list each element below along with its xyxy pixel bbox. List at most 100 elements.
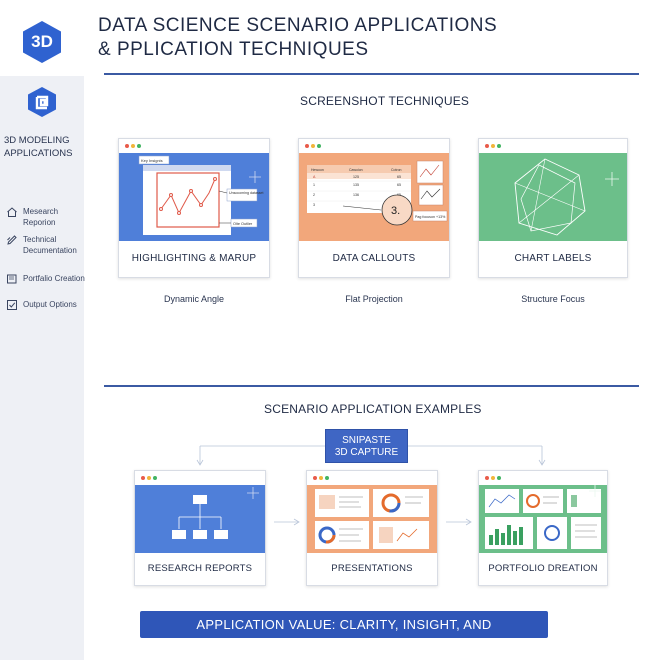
sidebar-item-research-reporting[interactable]: Mesearch Reporion (6, 206, 92, 228)
table-cell: 65 (397, 175, 401, 179)
sidebar-item-technical-documentation[interactable]: Technical Decumentation (6, 234, 92, 256)
window-dot-green (497, 144, 501, 148)
sidebar-item-portfolio-creation[interactable]: Portfalio Creation (6, 273, 92, 285)
table-cell: 136 (353, 193, 359, 197)
card-sub-caption: Structure Focus (521, 294, 585, 304)
title-divider (104, 73, 639, 75)
hexagon-logo-icon (23, 21, 61, 63)
window-dot-yellow (319, 476, 323, 480)
card-preview-panel: Key Insignis Unsocoming datasset Olte Ou… (119, 153, 269, 241)
window-dot-green (317, 144, 321, 148)
window-dot-red (125, 144, 129, 148)
wireframe-polyhedron-illustration (514, 158, 619, 236)
sidebar (0, 76, 84, 660)
table-cell: 135 (353, 183, 359, 187)
callout-outlier: Olte Outlier (233, 222, 253, 226)
pen-icon (6, 234, 18, 246)
window-dot-yellow (491, 144, 495, 148)
window-chrome (307, 471, 437, 485)
card-preview-panel (479, 485, 607, 553)
window-dot-green (497, 476, 501, 480)
card-preview-panel: Hewoon Cawoion Cotron A 125 65 1 135 65 … (299, 153, 449, 241)
sidebar-item-label: Portfalio Creation (23, 274, 85, 283)
data-table-illustration: Hewoon Cawoion Cotron A 125 65 1 135 65 … (307, 160, 448, 226)
scenario-card-presentations[interactable]: PRESENTATIONS (306, 470, 438, 586)
page-title: DATA SCIENCE SCENARIO APPLICATIONS & PPL… (98, 14, 638, 62)
table-header: Cawoion (349, 168, 363, 172)
technique-card-data-callouts[interactable]: Hewoon Cawoion Cotron A 125 65 1 135 65 … (298, 138, 450, 278)
app-logo: 3D (20, 20, 64, 64)
logo-text: 3D (31, 32, 53, 51)
window-dot-red (313, 476, 317, 480)
card-sub-caption: Flat Projection (345, 294, 403, 304)
scenarios-heading: SCENARIO APPLICATION EXAMPLES (264, 402, 482, 416)
card-preview-panel (135, 485, 265, 553)
card-caption: CHART LABELS (514, 253, 592, 264)
technique-card-chart-labels[interactable]: CHART LABELS (478, 138, 628, 278)
card-caption: PRESENTATIONS (331, 563, 413, 574)
table-cell: A (313, 175, 316, 179)
window-dot-red (305, 144, 309, 148)
window-dot-yellow (311, 144, 315, 148)
slides-grid-illustration (315, 489, 429, 549)
sidebar-logo (26, 86, 58, 118)
window-dot-yellow (491, 476, 495, 480)
sidebar-item-label: Output Options (23, 300, 77, 309)
sidebar-item-output-options[interactable]: Output Options (6, 299, 92, 311)
window-dot-green (153, 476, 157, 480)
card-caption: DATA CALLOUTS (332, 253, 416, 264)
table-cell: 2 (313, 193, 315, 197)
snipaste-box-line-2: 3D CAPTURE (334, 447, 399, 458)
table-cell: 125 (353, 175, 359, 179)
window-chrome (119, 139, 269, 153)
sidebar-item-label: Technical (23, 235, 57, 244)
card-caption: RESEARCH REPORTS (147, 563, 253, 574)
window-chrome (479, 139, 627, 153)
sidebar-heading: 3D MODELING APPLICATIONS (4, 134, 80, 160)
card-preview-panel (307, 485, 437, 553)
number-callout: 3. (391, 205, 400, 217)
hexagon-badge-icon (28, 87, 56, 117)
line-chart-illustration: Key Insignis Unsocoming datasset Olte Ou… (138, 155, 264, 235)
snipaste-box-line-1: SNIPASTE (342, 435, 391, 446)
card-sub-caption: Dynamic Angle (163, 294, 225, 304)
table-cell: 3 (313, 203, 315, 207)
scenario-card-portfolio-creation[interactable]: PORTFOLIO DREATION (478, 470, 608, 586)
table-header: Hewoon (311, 168, 324, 172)
annotation-text: Pag focuson +13% (415, 215, 446, 219)
card-preview-panel (479, 153, 627, 241)
window-dot-red (485, 144, 489, 148)
window-dot-yellow (131, 144, 135, 148)
window-dot-green (137, 144, 141, 148)
sidebar-item-label: Mesearch Reporion (23, 207, 59, 227)
home-icon (6, 206, 18, 218)
callout-key-insights: Key Insignis (141, 158, 163, 163)
scenario-card-research-reports[interactable]: RESEARCH REPORTS (134, 470, 266, 586)
sidebar-item-label-line-2: Decumentation (23, 246, 77, 255)
folder-icon (6, 273, 18, 285)
window-chrome (299, 139, 449, 153)
window-chrome (479, 471, 607, 485)
application-value-banner: APPLICATION VALUE: CLARITY, INSIGHT, AND… (140, 611, 548, 659)
table-cell: 65 (397, 183, 401, 187)
techniques-heading: SCREENSHOT TECHNIQUES (300, 94, 470, 108)
callout-upcoming-dataset: Unsocoming datasset (229, 191, 264, 195)
card-caption: PORTFOLIO DREATION (488, 563, 598, 574)
snipaste-3d-capture-box: SNIPASTE 3D CAPTURE (325, 429, 408, 463)
page-title-line-1: DATA SCIENCE SCENARIO APPLICATIONS (98, 15, 498, 36)
page-title-line-2: & PPLICATION TECHNIQUES (98, 39, 369, 60)
section-divider (104, 385, 639, 387)
window-dot-green (325, 476, 329, 480)
table-cell: 1 (313, 183, 315, 187)
sidebar-heading-line-2: APPLICATIONS (4, 148, 73, 159)
window-dot-red (141, 476, 145, 480)
window-chrome (135, 471, 265, 485)
window-dot-red (485, 476, 489, 480)
window-dot-yellow (147, 476, 151, 480)
checkbox-icon (6, 299, 18, 311)
org-chart-illustration (172, 487, 259, 539)
card-caption: HIGHLIGHTING & MARUP (131, 253, 257, 264)
table-header: Cotron (391, 168, 402, 172)
sidebar-heading-line-1: 3D MODELING (4, 135, 70, 146)
technique-card-highlighting[interactable]: Key Insignis Unsocoming datasset Olte Ou… (118, 138, 270, 278)
